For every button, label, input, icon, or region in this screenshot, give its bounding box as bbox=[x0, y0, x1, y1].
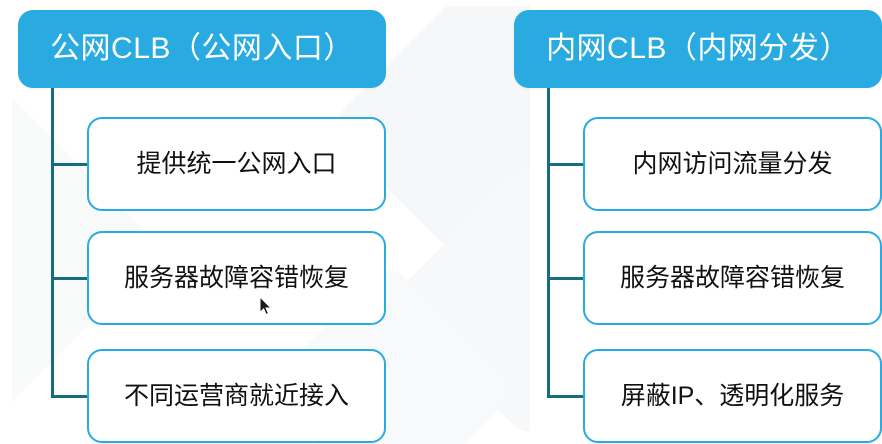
connector-stub bbox=[51, 277, 87, 280]
node-private-clb-item-1[interactable]: 内网访问流量分发 bbox=[583, 117, 882, 211]
node-public-clb-item-1[interactable]: 提供统一公网入口 bbox=[87, 117, 386, 211]
header-public-clb[interactable]: 公网CLB（公网入口） bbox=[18, 10, 386, 88]
node-private-clb-item-2[interactable]: 服务器故障容错恢复 bbox=[583, 231, 882, 325]
connector-stub bbox=[547, 163, 583, 166]
column-public-clb: 公网CLB（公网入口） 提供统一公网入口 服务器故障容错恢复 不同运营商就近接入 bbox=[18, 0, 386, 444]
watermark-mask bbox=[0, 0, 12, 444]
connector-stub bbox=[547, 277, 583, 280]
node-private-clb-item-3[interactable]: 屏蔽IP、透明化服务 bbox=[583, 349, 882, 443]
header-private-clb[interactable]: 内网CLB（内网分发） bbox=[514, 10, 882, 88]
connector-stub bbox=[51, 395, 87, 398]
connector-stub bbox=[547, 395, 583, 398]
column-private-clb: 内网CLB（内网分发） 内网访问流量分发 服务器故障容错恢复 屏蔽IP、透明化服… bbox=[514, 0, 882, 444]
node-public-clb-item-2[interactable]: 服务器故障容错恢复 bbox=[87, 231, 386, 325]
connector-trunk-left bbox=[51, 88, 54, 398]
connector-trunk-right bbox=[547, 88, 550, 398]
connector-stub bbox=[51, 163, 87, 166]
node-public-clb-item-3[interactable]: 不同运营商就近接入 bbox=[87, 349, 386, 443]
